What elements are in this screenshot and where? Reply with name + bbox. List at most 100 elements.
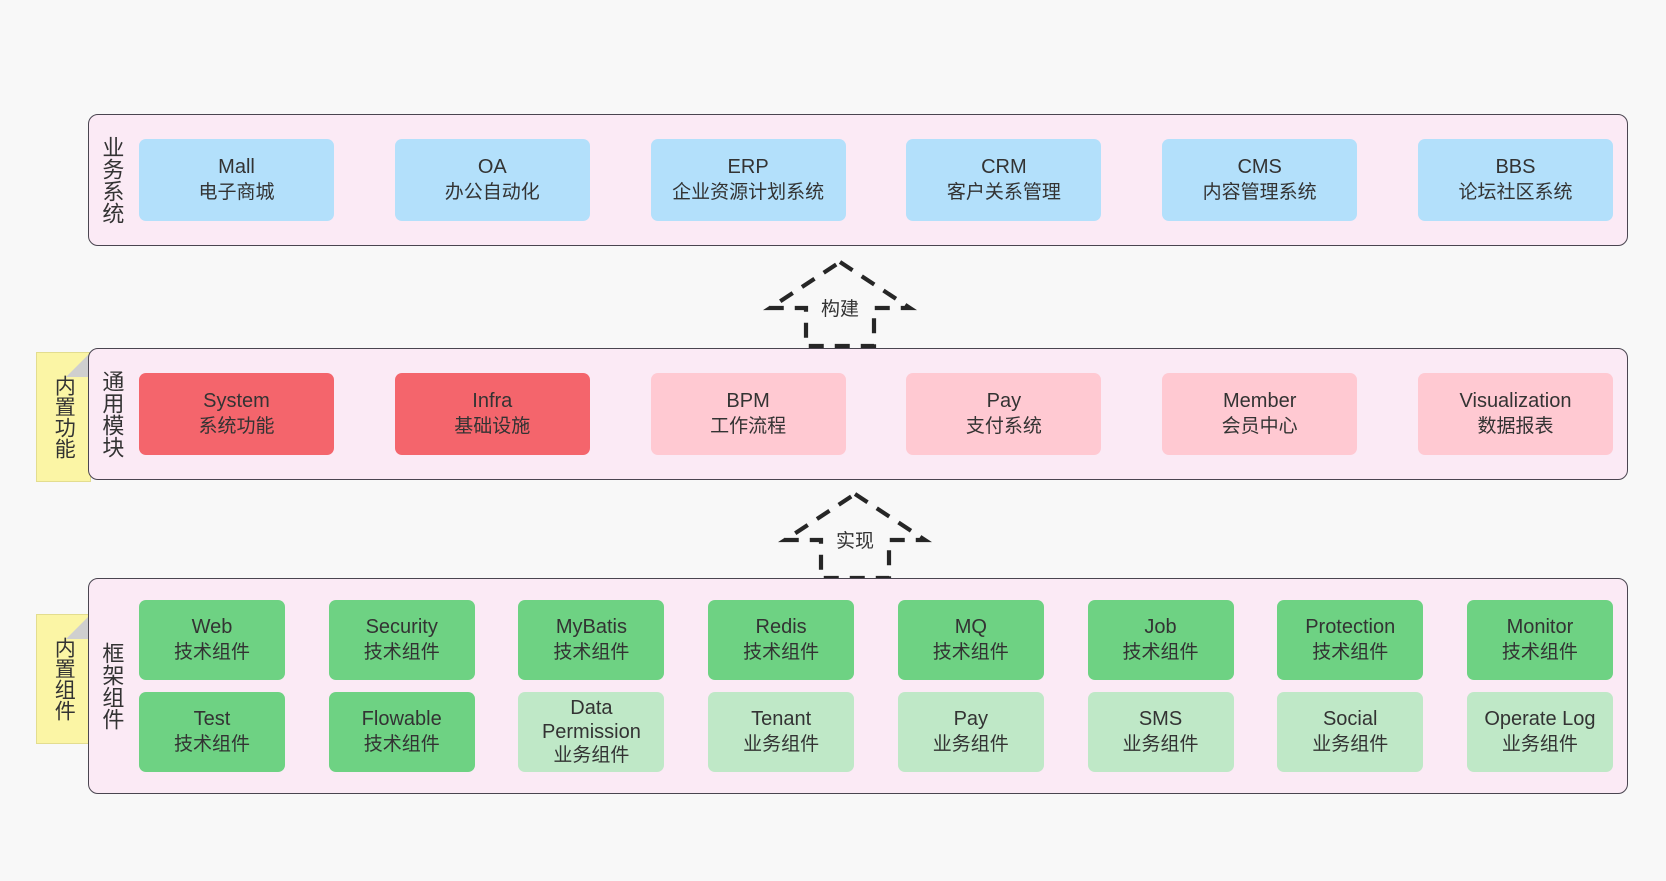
layer-framework-components-items: Web 技术组件 Security 技术组件 MyBatis 技术组件 Redi…	[133, 579, 1627, 793]
common-card-system[interactable]: System 系统功能	[139, 373, 334, 455]
card-name: Protection	[1305, 616, 1396, 639]
card-sub: 技术组件	[553, 641, 630, 663]
framework-card-sms[interactable]: SMS 业务组件	[1087, 692, 1234, 772]
framework-card-monitor[interactable]: Monitor 技术组件	[1466, 600, 1613, 680]
common-card-pay[interactable]: Pay 支付系统	[906, 373, 1102, 455]
card-sub: 支付系统	[965, 415, 1042, 437]
card-name: BPM	[726, 390, 770, 413]
layer-framework-components: 框架组件 Web 技术组件 Security 技术组件 MyBatis 技术组件…	[88, 578, 1628, 794]
card-name: System	[203, 390, 270, 413]
framework-card-operate-log[interactable]: Operate Log 业务组件	[1466, 692, 1613, 772]
layer-business-systems: 业务系统 Mall 电子商城 OA 办公自动化 ERP 企业资源计划系统 CRM…	[88, 114, 1628, 246]
layer-common-modules-items: System 系统功能 Infra 基础设施 BPM 工作流程 Pay 支付系统…	[133, 349, 1627, 479]
business-card-crm[interactable]: CRM 客户关系管理	[906, 139, 1102, 221]
card-sub: 基础设施	[454, 415, 531, 437]
card-sub: 技术组件	[1501, 641, 1578, 663]
framework-card-pay[interactable]: Pay 业务组件	[897, 692, 1044, 772]
card-sub: 数据报表	[1477, 415, 1554, 437]
framework-card-data-permission[interactable]: Data Permission 业务组件	[518, 692, 665, 772]
card-name: Flowable	[361, 708, 442, 731]
card-name: Redis	[755, 616, 807, 639]
card-name: Web	[191, 616, 233, 639]
card-sub: 业务组件	[1122, 733, 1199, 755]
card-sub: 业务组件	[743, 733, 820, 755]
card-name: CMS	[1237, 156, 1282, 179]
framework-card-web[interactable]: Web 技术组件	[139, 600, 285, 680]
framework-card-mq[interactable]: MQ 技术组件	[897, 600, 1044, 680]
common-card-member[interactable]: Member 会员中心	[1162, 373, 1358, 455]
framework-card-redis[interactable]: Redis 技术组件	[708, 600, 855, 680]
card-name: OA	[477, 156, 507, 179]
note-builtin-features: 内置功能	[36, 352, 91, 482]
common-card-infra[interactable]: Infra 基础设施	[394, 373, 590, 455]
connector-build: 构建	[755, 256, 925, 349]
card-sub: 业务组件	[553, 745, 630, 767]
framework-card-flowable[interactable]: Flowable 技术组件	[328, 692, 475, 772]
layer-business-systems-title: 业务系统	[99, 136, 125, 224]
framework-card-mybatis[interactable]: MyBatis 技术组件	[518, 600, 665, 680]
card-name: Pay	[953, 708, 989, 731]
note-label: 内置功能	[52, 375, 76, 459]
business-card-erp[interactable]: ERP 企业资源计划系统	[650, 139, 846, 221]
card-name: Social	[1322, 708, 1378, 731]
business-card-cms[interactable]: CMS 内容管理系统	[1162, 139, 1358, 221]
framework-card-protection[interactable]: Protection 技术组件	[1277, 600, 1424, 680]
card-sub: 内容管理系统	[1202, 181, 1317, 203]
card-name: BBS	[1495, 156, 1536, 179]
framework-card-test[interactable]: Test 技术组件	[139, 692, 285, 772]
dashed-hollow-arrow-up-icon	[777, 491, 933, 581]
card-sub: 技术组件	[173, 641, 250, 663]
business-card-oa[interactable]: OA 办公自动化	[394, 139, 590, 221]
card-name: CRM	[981, 156, 1027, 179]
framework-row-tech: Web 技术组件 Security 技术组件 MyBatis 技术组件 Redi…	[139, 600, 1613, 680]
business-card-mall[interactable]: Mall 电子商城	[139, 139, 334, 221]
card-name: Job	[1144, 616, 1177, 639]
note-label: 内置组件	[52, 637, 76, 721]
layer-common-modules-title: 通用模块	[99, 370, 125, 458]
card-name: Pay	[986, 390, 1022, 413]
business-card-bbs[interactable]: BBS 论坛社区系统	[1417, 139, 1613, 221]
card-sub: 技术组件	[173, 733, 250, 755]
layer-framework-components-title: 框架组件	[99, 642, 125, 730]
common-card-bpm[interactable]: BPM 工作流程	[650, 373, 846, 455]
card-name: Member	[1223, 390, 1297, 413]
framework-card-tenant[interactable]: Tenant 业务组件	[708, 692, 855, 772]
card-name: Infra	[472, 390, 513, 413]
note-builtin-components: 内置组件	[36, 614, 91, 744]
card-sub: 客户关系管理	[946, 181, 1061, 203]
framework-card-security[interactable]: Security 技术组件	[328, 600, 475, 680]
card-sub: 系统功能	[198, 415, 275, 437]
card-name: Monitor	[1506, 616, 1574, 639]
connector-implement: 实现	[770, 488, 940, 581]
card-name: Tenant	[751, 708, 812, 731]
card-sub: 技术组件	[1122, 641, 1199, 663]
card-sub: 工作流程	[710, 415, 787, 437]
card-name: Security	[365, 616, 438, 639]
card-name: SMS	[1138, 708, 1183, 731]
card-sub: 办公自动化	[444, 181, 540, 203]
card-sub: 技术组件	[1312, 641, 1389, 663]
card-sub: 电子商城	[198, 181, 275, 203]
framework-row-business: Test 技术组件 Flowable 技术组件 Data Permission …	[139, 692, 1613, 772]
card-name: Mall	[218, 156, 255, 179]
card-sub: 技术组件	[932, 641, 1009, 663]
card-sub: 业务组件	[1501, 733, 1578, 755]
dashed-hollow-arrow-up-icon	[762, 259, 918, 349]
card-sub: 论坛社区系统	[1458, 181, 1573, 203]
card-sub: 技术组件	[363, 733, 440, 755]
framework-card-job[interactable]: Job 技术组件	[1087, 600, 1234, 680]
card-name: Operate Log	[1484, 708, 1596, 731]
common-card-visualization[interactable]: Visualization 数据报表	[1417, 373, 1613, 455]
card-name: ERP	[727, 156, 769, 179]
layer-business-systems-items: Mall 电子商城 OA 办公自动化 ERP 企业资源计划系统 CRM 客户关系…	[133, 115, 1627, 245]
framework-card-social[interactable]: Social 业务组件	[1277, 692, 1424, 772]
card-name: Visualization	[1459, 390, 1572, 413]
card-name: Test	[193, 708, 231, 731]
card-sub: 企业资源计划系统	[672, 181, 825, 203]
card-sub: 技术组件	[363, 641, 440, 663]
card-name: MyBatis	[555, 616, 627, 639]
card-sub: 业务组件	[932, 733, 1009, 755]
card-sub: 会员中心	[1221, 415, 1298, 437]
card-sub: 业务组件	[1312, 733, 1389, 755]
